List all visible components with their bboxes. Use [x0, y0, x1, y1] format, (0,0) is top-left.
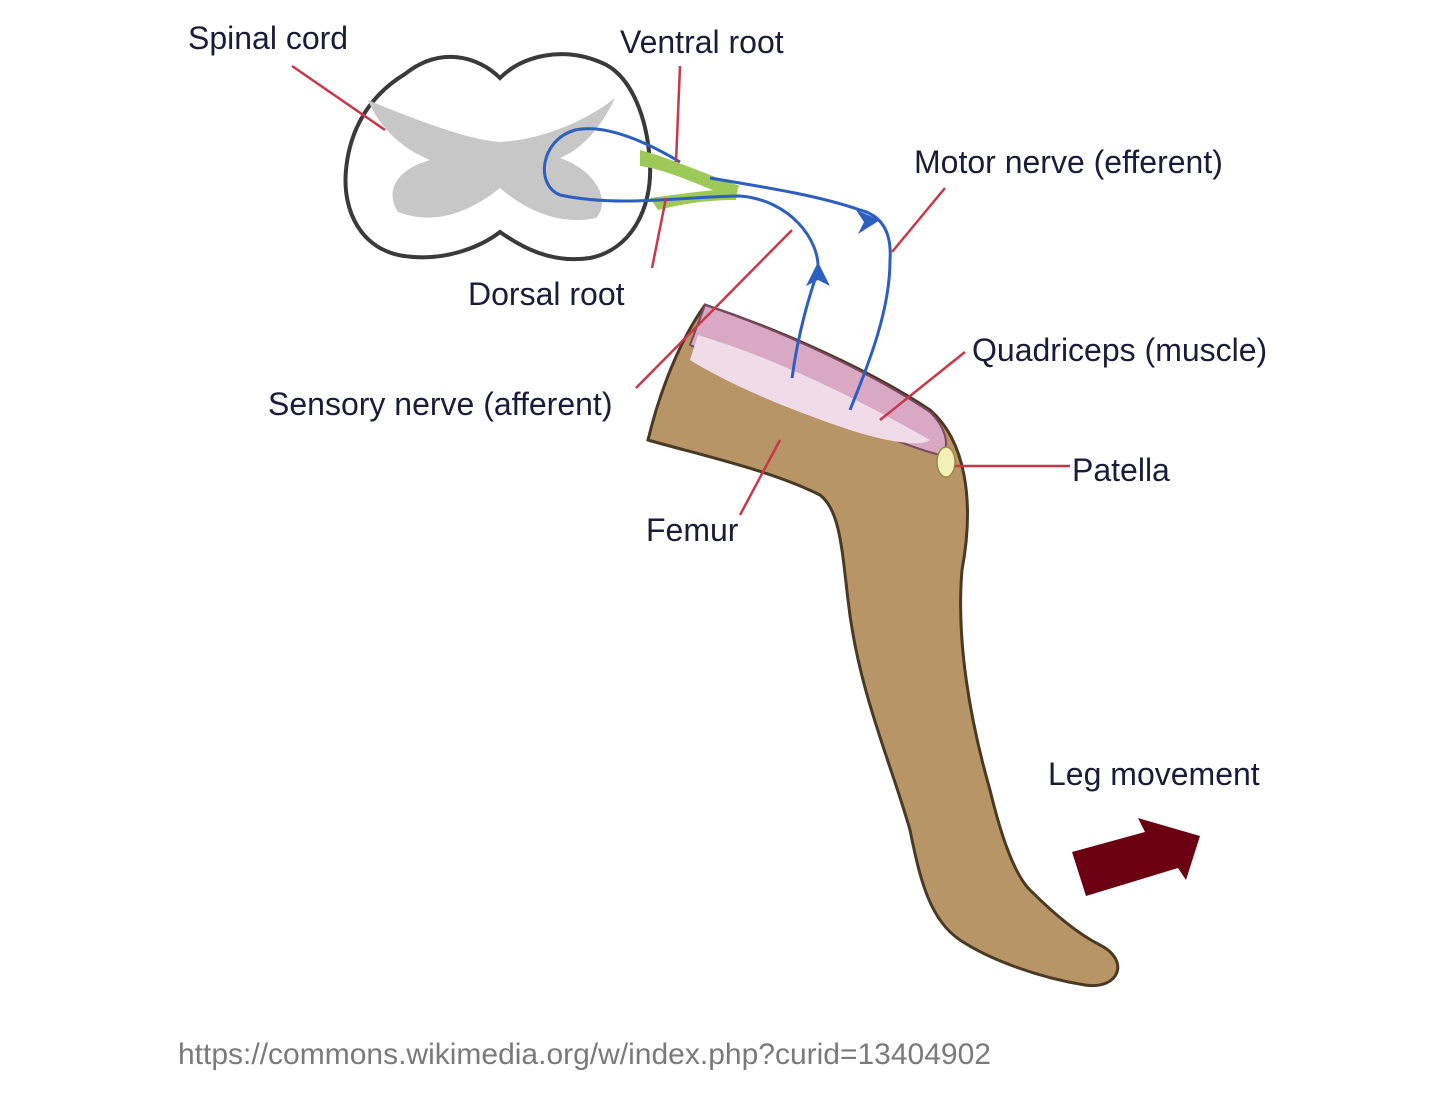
label-patella: Patella — [1072, 452, 1170, 488]
motor-arrowhead — [856, 210, 880, 234]
label-femur: Femur — [646, 512, 739, 548]
label-ventral-root: Ventral root — [620, 24, 784, 60]
label-spinal-cord: Spinal cord — [188, 20, 349, 56]
sensory-arrowhead — [806, 262, 830, 286]
leader-dorsal-root — [650, 197, 668, 269]
leader-quadriceps — [879, 351, 966, 421]
leg — [646, 303, 1120, 988]
ventral-root-shape — [640, 150, 740, 196]
leader-spinal-cord — [291, 64, 386, 132]
leader-ventral-root — [674, 65, 682, 163]
leader-femur — [738, 439, 782, 516]
leg-shape — [646, 303, 1120, 988]
label-motor-nerve: Motor nerve (efferent) — [914, 144, 1223, 180]
leader-sensory-nerve — [635, 229, 793, 389]
motor-nerve-path — [709, 176, 892, 411]
leader-motor-nerve — [891, 187, 946, 253]
source-url: https://commons.wikimedia.org/w/index.ph… — [178, 1038, 991, 1071]
label-dorsal-root: Dorsal root — [468, 276, 625, 312]
label-leg-movement: Leg movement — [1048, 756, 1260, 792]
patella-shape — [936, 446, 956, 478]
quadriceps-inner — [690, 335, 930, 444]
spinal-cord-section — [343, 52, 653, 262]
leg-movement-arrow — [1072, 818, 1200, 896]
label-sensory-nerve: Sensory nerve (afferent) — [268, 386, 613, 422]
label-quadriceps: Quadriceps (muscle) — [972, 332, 1268, 368]
nerve-arrows — [806, 210, 880, 286]
leader-lines — [291, 64, 1070, 516]
